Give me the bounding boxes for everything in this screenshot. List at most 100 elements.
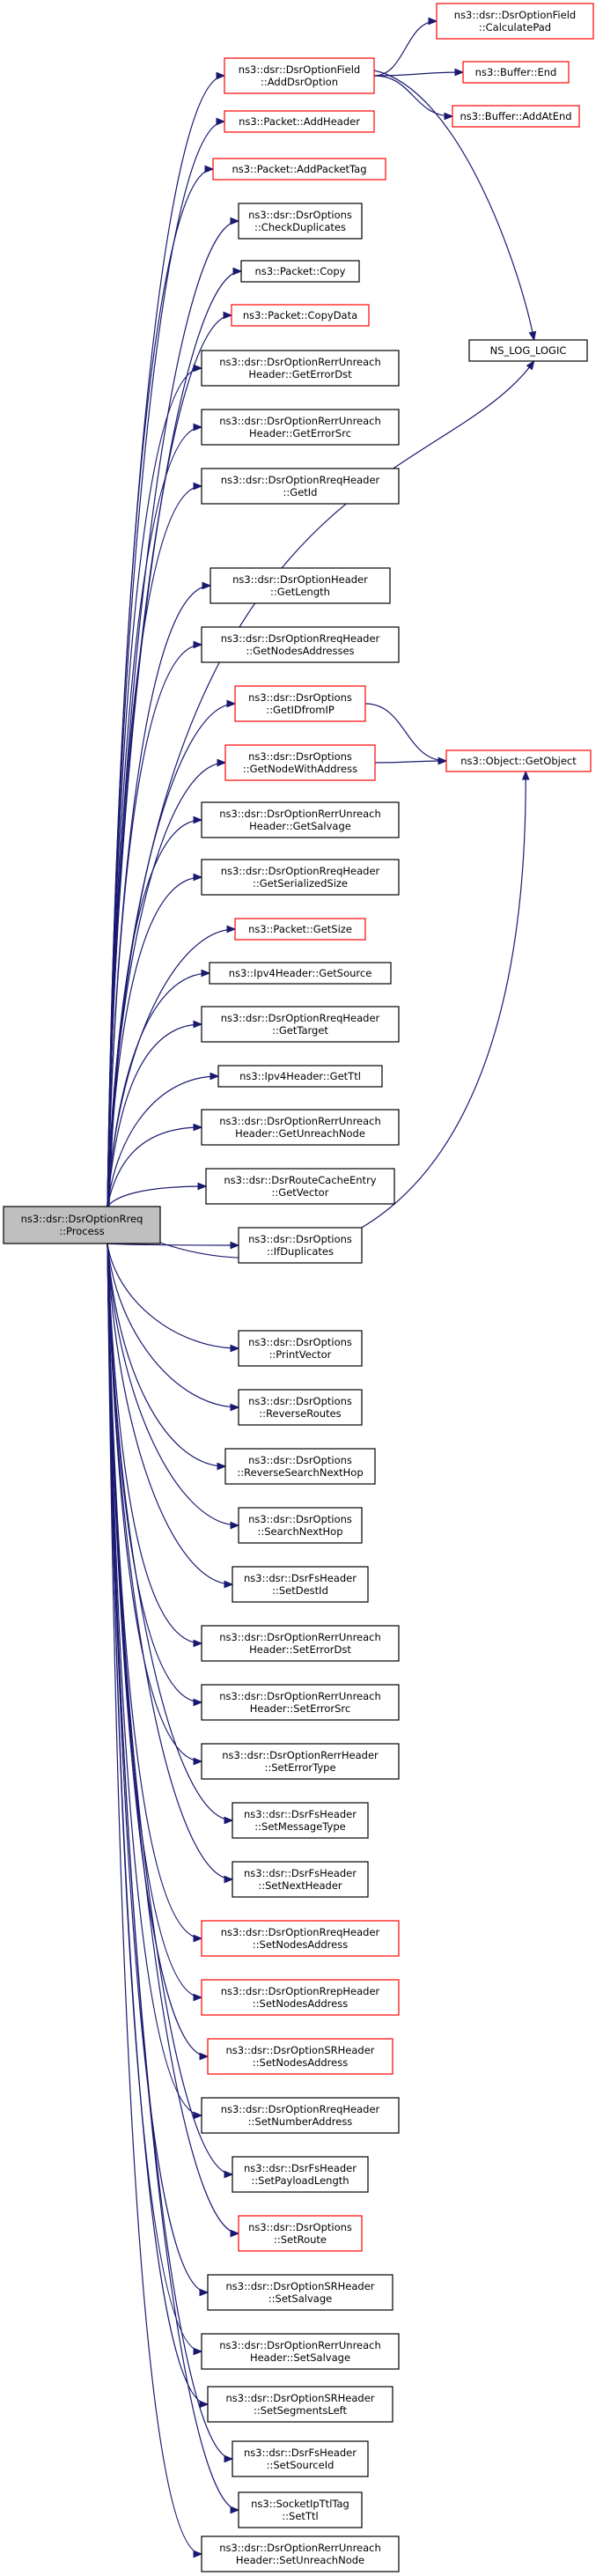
node-checkdup[interactable]: ns3::dsr::DsrOptions::CheckDuplicates xyxy=(238,203,363,240)
node-setsegmentsleft[interactable]: ns3::dsr::DsrOptionSRHeader::SetSegments… xyxy=(207,2386,393,2423)
edge-process-to-setsourceid-arrowhead xyxy=(224,2454,234,2463)
node-setmessagetype[interactable]: ns3::dsr::DsrFsHeader::SetMessageType xyxy=(232,1802,369,1839)
node-getnodesaddresses[interactable]: ns3::dsr::DsrOptionRreqHeader::GetNodesA… xyxy=(201,626,400,663)
node-getid[interactable]: ns3::dsr::DsrOptionRreqHeader::GetId xyxy=(201,468,400,505)
node-label: ns3::dsr::DsrOptionRerrUnreach xyxy=(219,2542,381,2554)
node-reverseroutes[interactable]: ns3::dsr::DsrOptions::ReverseRoutes xyxy=(238,1389,363,1426)
node-getsize[interactable]: ns3::Packet::GetSize xyxy=(234,918,366,941)
node-getidfromip[interactable]: ns3::dsr::DsrOptions::GetIDfromIP xyxy=(234,685,366,722)
node-nsloglogic[interactable]: NS_LOG_LOGIC xyxy=(468,339,588,362)
node-geterrordst[interactable]: ns3::dsr::DsrOptionRerrUnreachHeader::Ge… xyxy=(201,350,400,387)
edge-adddsr-to-nsloglogic-arrowhead xyxy=(528,330,537,342)
node-getobject[interactable]: ns3::Object::GetObject xyxy=(445,749,592,772)
node-box xyxy=(3,1206,161,1244)
edge-process-to-getsalvage-arrowhead xyxy=(193,816,203,824)
edge-process-to-setmessagetype xyxy=(107,1243,233,1821)
edge-adddsr-to-bufaddatend-arrowhead xyxy=(444,112,454,121)
edge-process-to-getsource-arrowhead xyxy=(201,969,211,978)
node-label: ::AddDsrOption xyxy=(261,76,338,88)
node-seterrortype[interactable]: ns3::dsr::DsrOptionRerrHeader::SetErrorT… xyxy=(201,1743,400,1780)
node-label: ::GetLength xyxy=(270,586,330,598)
node-getvector[interactable]: ns3::dsr::DsrRouteCacheEntry::GetVector xyxy=(205,1168,395,1205)
node-setsalvage-sr[interactable]: ns3::dsr::DsrOptionSRHeader::SetSalvage xyxy=(207,2274,393,2311)
node-bufend[interactable]: ns3::Buffer::End xyxy=(462,61,570,84)
node-label: ns3::dsr::DsrOptions xyxy=(248,1513,352,1525)
node-copydata[interactable]: ns3::Packet::CopyData xyxy=(231,304,370,327)
node-label: ns3::dsr::DsrOptionRerrUnreach xyxy=(219,1690,381,1702)
node-box xyxy=(234,918,366,941)
edge-process-to-printvector-arrowhead xyxy=(230,1344,240,1353)
node-getttl[interactable]: ns3::Ipv4Header::GetTtl xyxy=(217,1065,383,1088)
node-label: ::SetSourceId xyxy=(267,2459,335,2471)
node-setnumberaddress[interactable]: ns3::dsr::DsrOptionRreqHeader::SetNumber… xyxy=(201,2097,400,2134)
node-label: ::SetNodesAddress xyxy=(253,2056,348,2069)
node-box xyxy=(201,409,400,446)
call-nodes: ns3::dsr::DsrOptionRreq::Processns3::dsr… xyxy=(3,3,594,2572)
node-copy[interactable]: ns3::Packet::Copy xyxy=(240,260,360,283)
node-getunreachnode[interactable]: ns3::dsr::DsrOptionRerrUnreachHeader::Ge… xyxy=(201,1109,400,1146)
node-label: ns3::Buffer::AddAtEnd xyxy=(460,110,571,122)
node-box xyxy=(224,57,375,94)
node-box xyxy=(224,110,375,133)
node-getserializedsize[interactable]: ns3::dsr::DsrOptionRreqHeader::GetSerial… xyxy=(201,859,400,896)
node-calcpad[interactable]: ns3::dsr::DsrOptionField::CalculatePad xyxy=(436,3,594,40)
edge-process-to-setdestid-arrowhead xyxy=(224,1580,234,1589)
node-setsalvage-rerr[interactable]: ns3::dsr::DsrOptionRerrUnreachHeader::Se… xyxy=(201,2333,400,2370)
node-getsource[interactable]: ns3::Ipv4Header::GetSource xyxy=(209,962,392,985)
edge-process-to-addpackettag-arrowhead xyxy=(204,165,215,173)
node-label: ::SetSegmentsLeft xyxy=(254,2404,348,2417)
node-printvector[interactable]: ns3::dsr::DsrOptions::PrintVector xyxy=(238,1330,363,1367)
edge-process-to-seterrortype xyxy=(107,1243,202,1762)
node-seterrorsrc[interactable]: ns3::dsr::DsrOptionRerrUnreachHeader::Se… xyxy=(201,1684,400,1721)
node-reversesearchnexthop[interactable]: ns3::dsr::DsrOptions::ReverseSearchNextH… xyxy=(224,1448,376,1485)
node-setnodesaddress-sr[interactable]: ns3::dsr::DsrOptionSRHeader::SetNodesAdd… xyxy=(207,2038,393,2075)
node-box xyxy=(201,1109,400,1146)
node-label: ns3::Ipv4Header::GetTtl xyxy=(239,1070,361,1082)
node-box xyxy=(445,749,592,772)
edge-process-to-setnodesaddress-sr-arrowhead xyxy=(199,2052,210,2061)
node-setnodesaddress-rrep[interactable]: ns3::dsr::DsrOptionRrepHeader::SetNodesA… xyxy=(201,1979,400,2016)
node-label: ns3::dsr::DsrOptionSRHeader xyxy=(225,2280,374,2292)
node-setsourceid[interactable]: ns3::dsr::DsrFsHeader::SetSourceId xyxy=(232,2440,369,2477)
node-label: ns3::dsr::DsrOptionRerrUnreach xyxy=(219,356,381,368)
node-label: Header::GetErrorDst xyxy=(248,368,352,380)
node-ifduplicates[interactable]: ns3::dsr::DsrOptions::IfDuplicates xyxy=(238,1227,363,1264)
edge-process-to-setroute xyxy=(107,1243,239,2234)
node-getnodewithaddr[interactable]: ns3::dsr::DsrOptions::GetNodeWithAddress xyxy=(224,744,376,781)
edge-process-to-setunreachnode-arrowhead xyxy=(193,2550,203,2558)
node-searchnexthop[interactable]: ns3::dsr::DsrOptions::SearchNextHop xyxy=(238,1507,363,1544)
node-setpayloadlength[interactable]: ns3::dsr::DsrFsHeader::SetPayloadLength xyxy=(232,2156,369,2193)
node-setunreachnode[interactable]: ns3::dsr::DsrOptionRerrUnreachHeader::Se… xyxy=(201,2535,400,2572)
node-box xyxy=(201,350,400,387)
edge-process-to-seterrordst xyxy=(107,1243,202,1644)
node-adddsr[interactable]: ns3::dsr::DsrOptionField::AddDsrOption xyxy=(224,57,375,94)
node-label: ns3::Packet::AddPacketTag xyxy=(232,163,366,175)
node-setroute[interactable]: ns3::dsr::DsrOptions::SetRoute xyxy=(238,2215,363,2252)
node-seterrordst[interactable]: ns3::dsr::DsrOptionRerrUnreachHeader::Se… xyxy=(201,1625,400,1662)
edge-process-to-seterrorsrc xyxy=(107,1243,202,1703)
node-label: ::ReverseRoutes xyxy=(259,1407,341,1420)
node-label: ns3::Packet::AddHeader xyxy=(239,115,360,128)
edge-process-to-reverseroutes-arrowhead xyxy=(230,1403,240,1412)
node-addpackettag[interactable]: ns3::Packet::AddPacketTag xyxy=(212,158,386,181)
edge-process-to-searchnexthop-arrowhead xyxy=(230,1521,240,1530)
node-geterrorsrc[interactable]: ns3::dsr::DsrOptionRerrUnreachHeader::Ge… xyxy=(201,409,400,446)
node-gettarget[interactable]: ns3::dsr::DsrOptionRreqHeader::GetTarget xyxy=(201,1006,400,1043)
node-setnextheader[interactable]: ns3::dsr::DsrFsHeader::SetNextHeader xyxy=(232,1861,369,1898)
edge-process-to-nsloglogic-arrowhead xyxy=(526,359,535,371)
node-setdestid[interactable]: ns3::dsr::DsrFsHeader::SetDestId xyxy=(232,1566,369,1603)
edge-process-to-setsegmentsleft-arrowhead xyxy=(199,2400,210,2409)
node-setnodesaddress-rreq[interactable]: ns3::dsr::DsrOptionRreqHeader::SetNodesA… xyxy=(201,1920,400,1957)
node-label: ns3::dsr::DsrOptionRreqHeader xyxy=(221,865,380,877)
node-bufaddatend[interactable]: ns3::Buffer::AddAtEnd xyxy=(452,105,580,128)
node-label: ::SetPayloadLength xyxy=(251,2174,349,2187)
node-addheader[interactable]: ns3::Packet::AddHeader xyxy=(224,110,375,133)
edge-adddsr-to-nsloglogic xyxy=(373,70,535,341)
node-label: ::SetMessageType xyxy=(254,1820,345,1833)
edge-process-to-getsalvage xyxy=(107,819,202,1207)
node-box xyxy=(212,158,386,181)
node-getlength[interactable]: ns3::dsr::DsrOptionHeader::GetLength xyxy=(210,567,391,604)
node-setttl[interactable]: ns3::SocketIpTtlTag::SetTtl xyxy=(238,2491,363,2528)
node-getsalvage[interactable]: ns3::dsr::DsrOptionRerrUnreachHeader::Ge… xyxy=(201,801,400,838)
edge-process-to-setsalvage-sr xyxy=(107,1243,209,2293)
